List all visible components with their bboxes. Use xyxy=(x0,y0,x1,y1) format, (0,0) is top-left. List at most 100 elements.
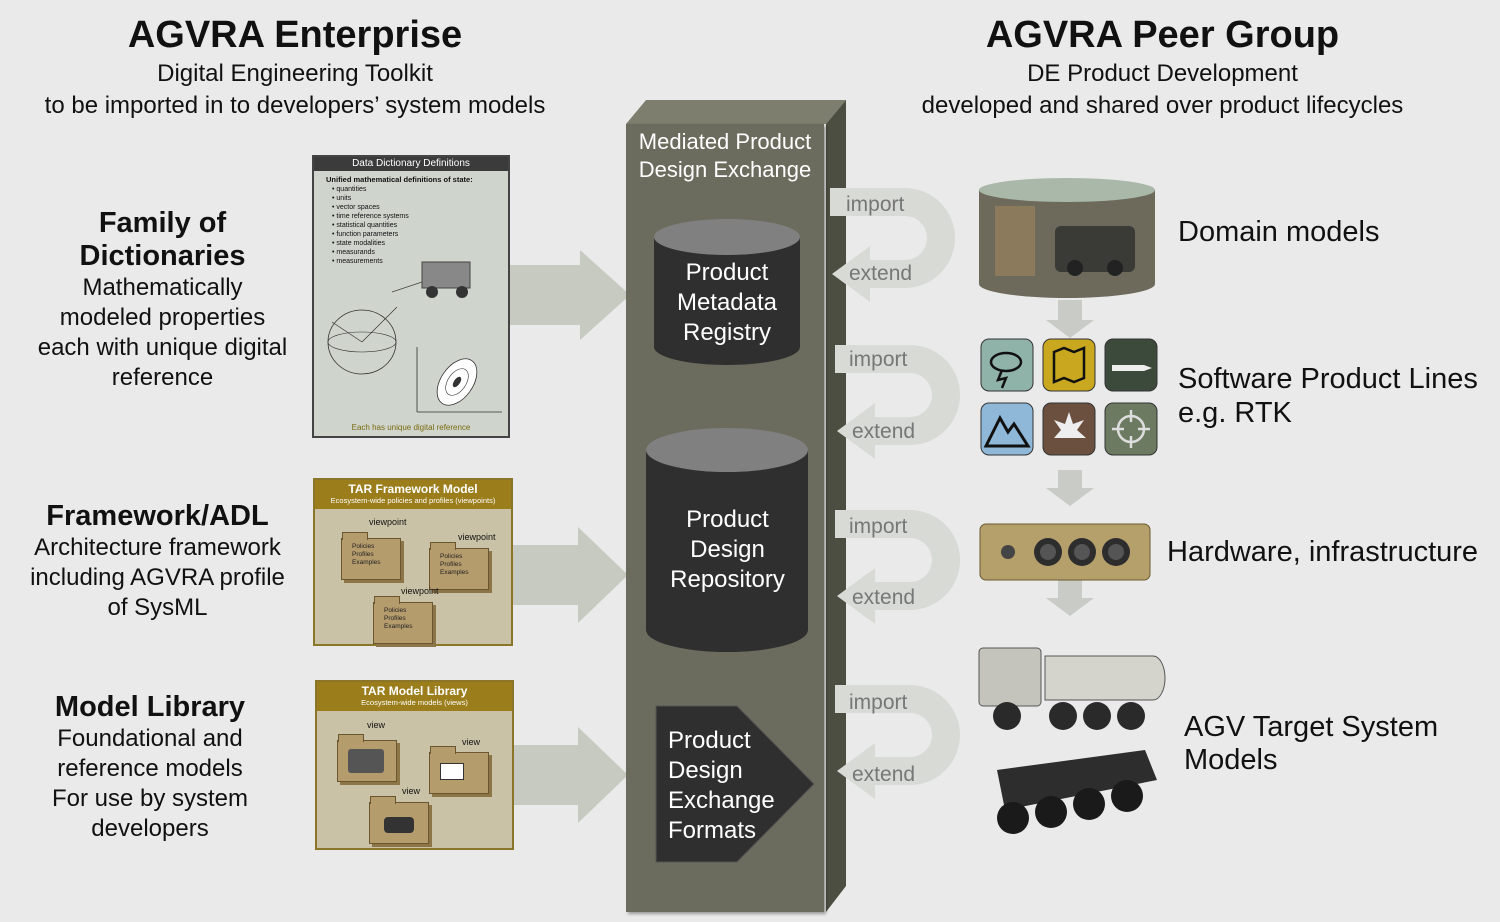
viewpoint-label: viewpoint xyxy=(401,586,439,596)
dd-bullet: • measurands xyxy=(332,249,375,256)
model-library-line-2: reference models xyxy=(57,755,243,782)
view-folder-icon xyxy=(429,746,489,794)
weather-icon xyxy=(980,338,1034,392)
model-library-line-3: For use by system xyxy=(51,785,249,812)
dd-bullet: • units xyxy=(332,195,352,202)
right-header-subtitle-2: developed and shared over product lifecy… xyxy=(921,92,1404,119)
formats-pentagon-icon xyxy=(655,705,815,863)
import-extend-loop-4-icon xyxy=(835,685,960,799)
dd-bullet: • vector spaces xyxy=(332,204,380,211)
tar-model-library-card: TAR Model Library Ecosystem-wide models … xyxy=(315,680,514,850)
framework-title: Framework/ADL xyxy=(46,500,269,532)
view-label: view xyxy=(367,720,386,730)
extend-label-3: extend xyxy=(852,586,916,609)
math-sketch-icon xyxy=(327,261,502,413)
data-dictionary-intro: Unified mathematical definitions of stat… xyxy=(326,175,473,184)
viewpoint-label: viewpoint xyxy=(369,517,407,527)
framework-line-3: of SysML xyxy=(107,594,208,621)
dictionary-arrow-icon xyxy=(510,250,630,340)
mountain-icon xyxy=(980,402,1034,456)
building-thumb-icon xyxy=(348,749,384,773)
tar-framework-card: TAR Framework Model Ecosystem-wide polic… xyxy=(313,478,513,646)
dd-bullet: • measurements xyxy=(332,258,383,265)
registry-database-icon xyxy=(654,219,800,365)
column-title-1: Mediated Product xyxy=(638,129,812,154)
dd-bullet: • function parameters xyxy=(332,231,399,238)
model-library-line-1: Foundational and xyxy=(57,725,243,752)
spl-label-1: Software Product Lines xyxy=(1178,363,1478,395)
domain-models-cylinder-icon xyxy=(979,178,1155,298)
extend-label-4: extend xyxy=(852,763,916,786)
dd-bullet: • time reference systems xyxy=(332,213,409,220)
left-header-subtitle-2: to be imported in to developers’ system … xyxy=(44,92,546,119)
viewpoint-label: viewpoint xyxy=(458,532,496,542)
family-line-4: reference xyxy=(111,364,214,391)
tar-framework-title: TAR Framework Model xyxy=(348,482,478,496)
right-header-subtitle-1: DE Product Development xyxy=(1027,60,1298,87)
model-library-line-4: developers xyxy=(91,815,209,842)
view-label: view xyxy=(402,786,421,796)
tar-library-header: TAR Model Library Ecosystem-wide models … xyxy=(317,682,512,711)
import-label-3: import xyxy=(849,515,908,538)
framework-line-2: including AGVRA profile xyxy=(30,564,285,591)
hardware-label: Hardware, infrastructure xyxy=(1167,536,1479,568)
import-label-2: import xyxy=(849,348,908,371)
framework-arrow-icon xyxy=(513,527,628,623)
extend-label-2: extend xyxy=(852,420,916,443)
framework-line-1: Architecture framework xyxy=(34,534,281,561)
view-folder-icon xyxy=(369,796,429,844)
spl-label-2: e.g. RTK xyxy=(1178,397,1292,429)
robotic-vehicle-icon xyxy=(997,750,1157,834)
right-header-title: AGVRA Peer Group xyxy=(985,14,1340,56)
dd-bullet: • quantities xyxy=(332,186,367,193)
data-dictionary-footer: Each has unique digital reference xyxy=(351,423,471,432)
folder-tab xyxy=(342,532,368,540)
missile-icon xyxy=(1104,338,1158,392)
import-extend-loop-2-icon xyxy=(835,345,960,459)
down-arrows-layer xyxy=(1046,300,1094,616)
import-extend-loop-3-icon xyxy=(835,510,960,624)
map-icon xyxy=(1042,338,1096,392)
family-title-1: Family of xyxy=(98,207,227,239)
family-line-3: each with unique digital xyxy=(37,334,288,361)
tanker-truck-icon xyxy=(978,647,1166,730)
agv-label-1: AGV Target System xyxy=(1184,711,1439,743)
product-line-tile-grid xyxy=(980,338,1158,456)
left-header-subtitle-1: Digital Engineering Toolkit xyxy=(157,60,433,87)
repository-database-icon xyxy=(646,428,808,652)
data-dictionary-header: Data Dictionary Definitions xyxy=(314,157,508,171)
explosion-icon xyxy=(1042,402,1096,456)
domain-models-label: Domain models xyxy=(1178,216,1380,248)
agv-label-2: Models xyxy=(1184,744,1278,776)
import-extend-loop-1-icon xyxy=(830,188,955,302)
data-dictionary-card: Data Dictionary Definitions Unified math… xyxy=(312,155,510,438)
column-title-2: Design Exchange xyxy=(638,157,812,182)
crosshair-icon xyxy=(1104,402,1158,456)
model-library-block: Model Library Foundational and reference… xyxy=(10,691,290,844)
folder-tab xyxy=(370,796,396,804)
folder-tab xyxy=(374,596,400,604)
family-line-2: modeled properties xyxy=(59,304,266,331)
tar-framework-header: TAR Framework Model Ecosystem-wide polic… xyxy=(315,480,511,509)
data-dictionary-list: Unified mathematical definitions of stat… xyxy=(314,171,508,266)
envelope-thumb-icon xyxy=(440,763,464,780)
family-line-1: Mathematically xyxy=(82,274,243,301)
robot-thumb-icon xyxy=(384,817,414,833)
dd-bullet: • statistical quantities xyxy=(332,222,398,229)
family-of-dictionaries-block: Family of Dictionaries Mathematically mo… xyxy=(20,207,305,393)
view-label: view xyxy=(462,737,481,747)
import-extend-arrows-layer xyxy=(830,188,960,799)
left-header-title: AGVRA Enterprise xyxy=(127,14,463,56)
tar-library-subtitle: Ecosystem-wide models (views) xyxy=(361,698,468,707)
folder-tab xyxy=(430,542,456,550)
tar-framework-subtitle: Ecosystem-wide policies and profiles (vi… xyxy=(330,496,496,505)
